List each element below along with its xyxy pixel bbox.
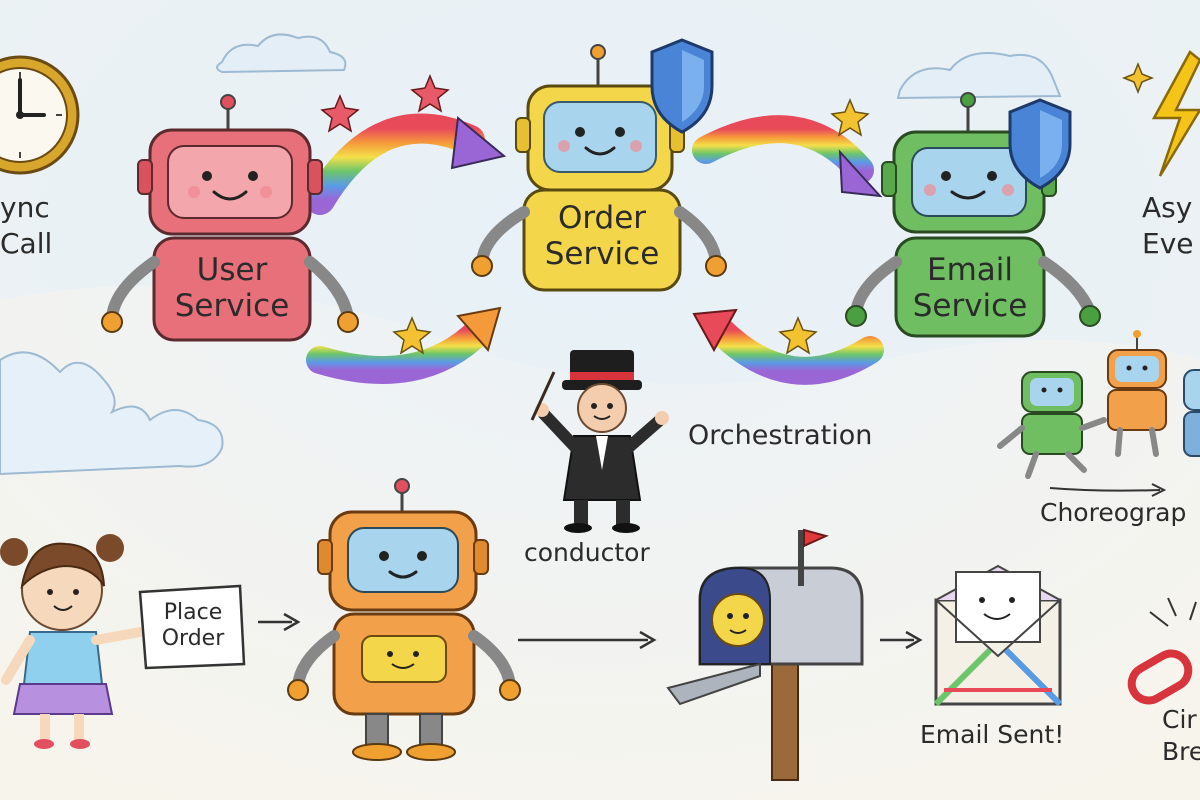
- cloud-icon: [896, 52, 1062, 100]
- rainbow-arrow-back-to-order: [306, 306, 502, 384]
- place-order-line-2: Order: [161, 626, 225, 651]
- star-icon: [410, 74, 450, 113]
- order-robot-orange: [287, 478, 521, 761]
- orchestration-label: Orchestration: [688, 420, 873, 451]
- baton-icon: [530, 371, 556, 421]
- circuit-breaker-label: Cir Bre: [1162, 704, 1200, 768]
- star-icon: [1121, 61, 1155, 95]
- async-call-label: ync Call: [0, 190, 52, 262]
- mailbox-icon: [666, 528, 864, 781]
- conductor-figure: [530, 350, 669, 533]
- flow-arrow: [880, 630, 923, 650]
- place-order-label: Place Order: [144, 600, 242, 652]
- user-service-robot: [101, 94, 359, 342]
- envelope-icon: [933, 564, 1063, 707]
- async-event-label: Asy Eve: [1142, 190, 1194, 262]
- circuit-breaker-line-2: Bre: [1162, 737, 1200, 766]
- order-service-line-2: Service: [544, 236, 660, 272]
- email-service-line-1: Email: [926, 252, 1013, 288]
- async-event-line-1: Asy: [1142, 191, 1193, 224]
- flow-arrow: [258, 612, 301, 632]
- async-event-line-2: Eve: [1142, 227, 1194, 260]
- conductor-label: conductor: [524, 538, 650, 567]
- shield-icon: [650, 38, 714, 134]
- email-service-label: Email Service: [896, 252, 1044, 324]
- rainbow-arrow-order-to-email: [692, 115, 883, 198]
- rainbow-arrow-user-to-order: [305, 113, 507, 215]
- order-service-line-1: Order: [557, 200, 647, 236]
- star-icon: [392, 316, 432, 355]
- choreography-label: Choreograp: [1040, 498, 1187, 527]
- flow-arrow: [518, 630, 657, 650]
- circuit-breaker-line-1: Cir: [1162, 705, 1197, 734]
- email-service-line-2: Service: [912, 288, 1028, 324]
- user-service-line-2: Service: [174, 288, 290, 324]
- place-order-sign: [138, 584, 246, 670]
- star-icon: [320, 94, 360, 133]
- clock-icon: [0, 55, 80, 175]
- girl-figure: [0, 534, 145, 749]
- choreography-robots: [997, 330, 1200, 497]
- star-icon: [830, 98, 870, 137]
- cloud-icon: [0, 351, 224, 476]
- order-service-robot: [471, 44, 727, 292]
- rainbow-arrow-email-to-order: [692, 308, 884, 385]
- async-call-line-2: Call: [0, 227, 53, 260]
- chain-icon: [1127, 597, 1197, 705]
- star-icon: [778, 316, 818, 355]
- shield-icon: [1008, 98, 1072, 190]
- order-service-label: Order Service: [524, 200, 680, 272]
- user-service-line-1: User: [196, 252, 268, 288]
- email-sent-label: Email Sent!: [920, 720, 1065, 749]
- place-order-line-1: Place: [163, 600, 223, 625]
- async-call-line-1: ync: [0, 191, 50, 224]
- lightning-icon: [1151, 50, 1200, 177]
- cloud-icon: [216, 33, 347, 74]
- user-service-label: User Service: [154, 252, 310, 324]
